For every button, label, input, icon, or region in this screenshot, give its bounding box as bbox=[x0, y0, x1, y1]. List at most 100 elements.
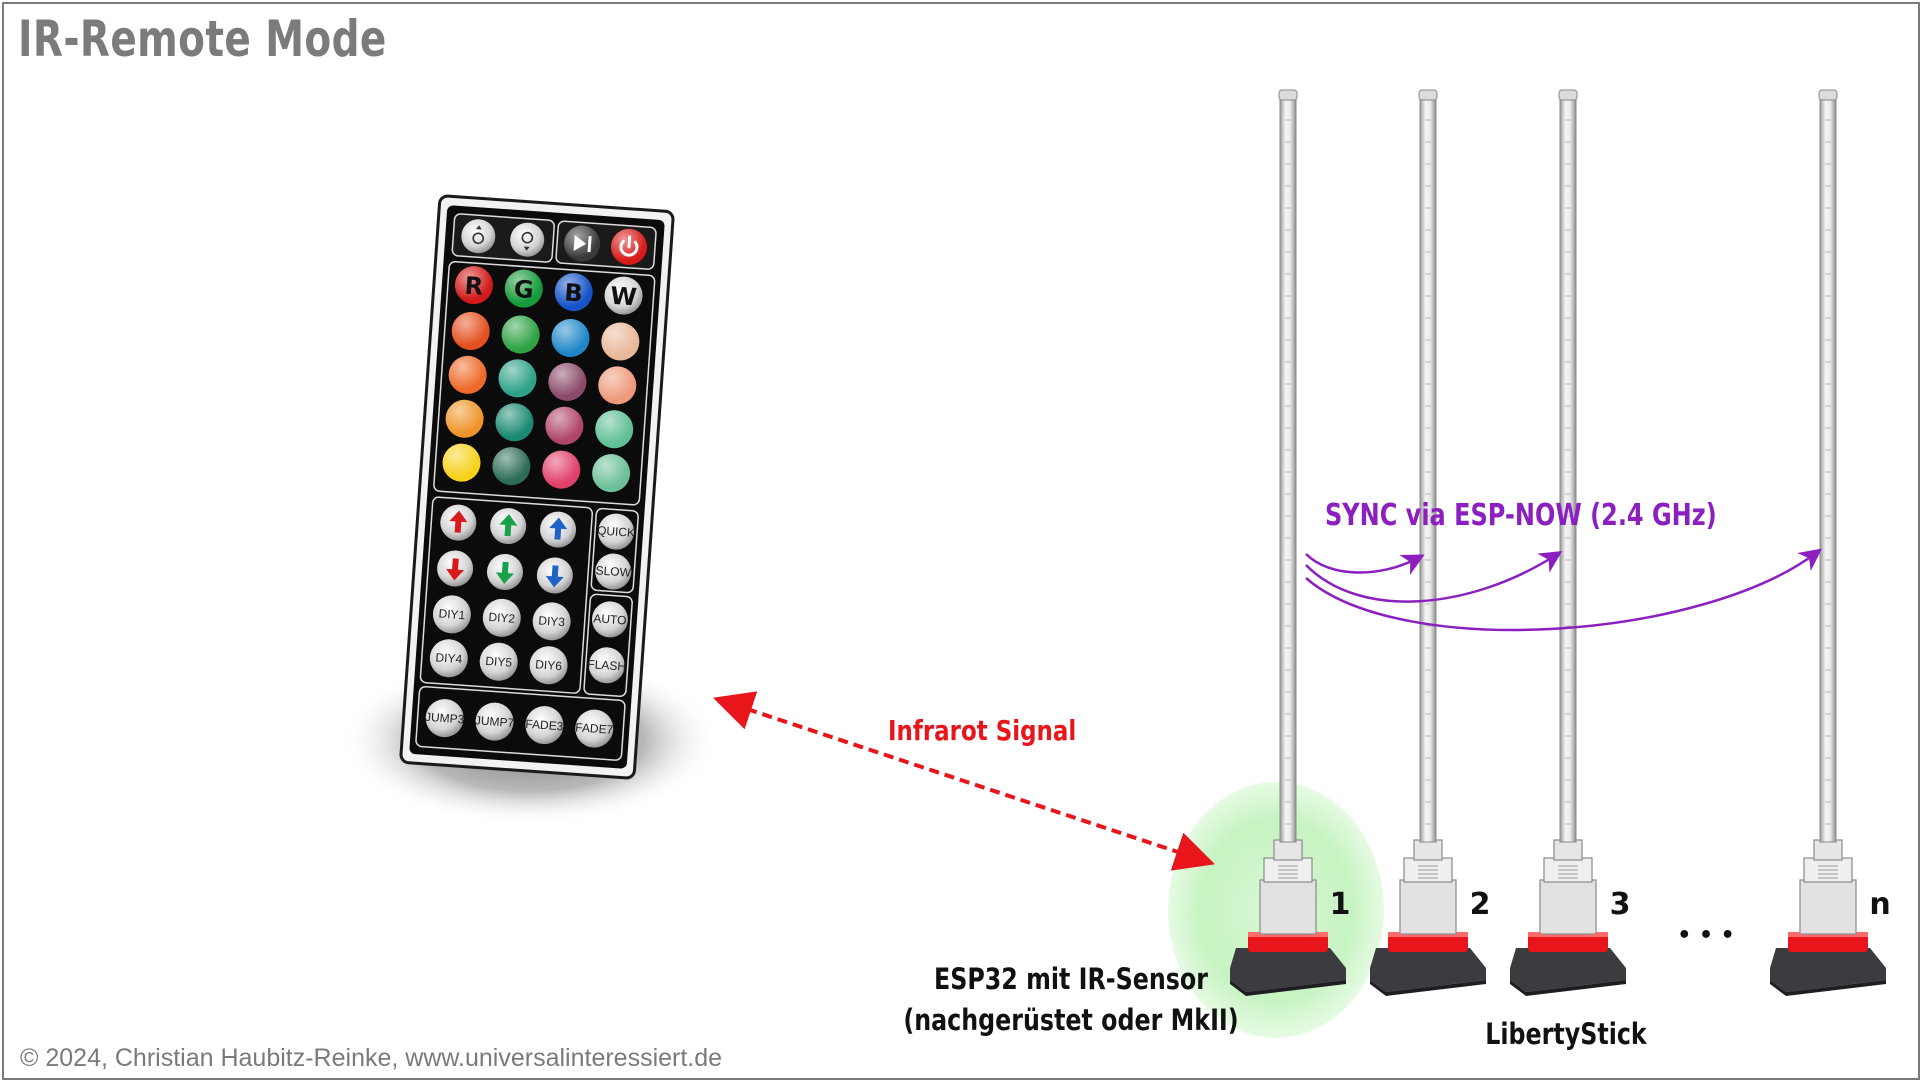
fade3-button-label: FADE3 bbox=[525, 717, 564, 734]
brightness-down-icon[interactable] bbox=[509, 222, 545, 258]
blue-button[interactable]: B bbox=[553, 272, 594, 313]
play-pause-icon[interactable] bbox=[563, 224, 601, 262]
ir-remote-control: R G B W bbox=[340, 194, 720, 825]
arrow-up-blue-button[interactable] bbox=[539, 510, 577, 548]
arrow-down-red-button[interactable] bbox=[436, 549, 474, 587]
auto-button-label: AUTO bbox=[593, 611, 627, 627]
sync-arrow-to-stick-2 bbox=[1305, 553, 1425, 575]
color-button-3-1[interactable] bbox=[444, 399, 485, 440]
power-icon[interactable] bbox=[610, 228, 648, 266]
arrow-up-green-icon bbox=[499, 514, 518, 537]
remote-bottom-panel bbox=[415, 685, 626, 761]
red-button-label: R bbox=[464, 271, 484, 300]
diy4-button-label: DIY4 bbox=[435, 650, 463, 666]
color-button-2-3[interactable] bbox=[547, 362, 588, 403]
diy1-button-label: DIY1 bbox=[438, 606, 466, 622]
remote-arrow-panel bbox=[419, 496, 594, 694]
color-button-2-1[interactable] bbox=[447, 355, 488, 396]
remote-top-row bbox=[451, 213, 657, 270]
flash-button[interactable]: FLASH bbox=[586, 646, 627, 685]
white-button[interactable]: W bbox=[603, 275, 644, 316]
libertystick-3: 3 bbox=[1510, 89, 1631, 996]
stick-base bbox=[1510, 948, 1626, 992]
arrow-up-green-button[interactable] bbox=[489, 507, 527, 545]
fade7-button-label: FADE7 bbox=[575, 720, 614, 737]
color-button-2-2[interactable] bbox=[497, 358, 538, 399]
stick-number-label: 3 bbox=[1610, 887, 1631, 922]
diy5-button-label: DIY5 bbox=[485, 654, 513, 670]
flash-button-label: FLASH bbox=[587, 657, 627, 674]
stick-number-label: 1 bbox=[1330, 887, 1351, 922]
color-button-2-4[interactable] bbox=[597, 365, 638, 406]
red-button[interactable]: R bbox=[454, 265, 495, 306]
diy3-button-label: DIY3 bbox=[538, 613, 566, 629]
arrow-up-red-button[interactable] bbox=[439, 503, 477, 541]
esp32-caption-line1: ESP32 mit IR-Sensor bbox=[934, 963, 1208, 997]
color-button-4-3[interactable] bbox=[541, 449, 582, 490]
stick-number-label: n bbox=[1869, 887, 1890, 922]
sync-arrows bbox=[1305, 548, 1823, 632]
color-button-4-2[interactable] bbox=[491, 446, 532, 487]
copyright-notice: © 2024, Christian Haubitz-Reinke, www.un… bbox=[20, 1044, 723, 1072]
color-button-1-2[interactable] bbox=[500, 314, 541, 355]
color-button-1-4[interactable] bbox=[600, 321, 641, 362]
esp32-caption-line2: (nachgerüstet oder MkII) bbox=[903, 1004, 1238, 1038]
color-button-3-4[interactable] bbox=[594, 409, 635, 450]
stick-housing bbox=[1399, 879, 1457, 935]
remote-rgbw-row: R G B W bbox=[433, 261, 656, 506]
brightness-up-icon[interactable] bbox=[460, 218, 496, 254]
color-button-3-3[interactable] bbox=[544, 405, 585, 446]
fade3-button[interactable]: FADE3 bbox=[524, 705, 565, 746]
color-button-4-4[interactable] bbox=[591, 453, 632, 494]
stick-base bbox=[1770, 948, 1886, 992]
auto-button[interactable]: AUTO bbox=[591, 600, 629, 638]
stick-housing bbox=[1799, 879, 1857, 935]
arrow-up-red-icon bbox=[449, 510, 468, 533]
jump3-button[interactable]: JUMP3 bbox=[424, 698, 466, 739]
arrow-up-blue-icon bbox=[549, 517, 568, 540]
sync-label: SYNC via ESP-NOW (2.4 GHz) bbox=[1325, 498, 1717, 532]
libertystick-1: 1 bbox=[1230, 89, 1351, 996]
arrow-down-green-icon bbox=[495, 561, 514, 584]
arrow-down-red-icon bbox=[446, 558, 465, 581]
quick-button-label: QUICK bbox=[597, 523, 636, 540]
color-button-1-1[interactable] bbox=[450, 311, 491, 352]
white-button-label: W bbox=[609, 282, 637, 312]
color-button-3-2[interactable] bbox=[494, 402, 535, 443]
libertystick-n: n bbox=[1770, 89, 1891, 996]
fade7-button[interactable]: FADE7 bbox=[574, 708, 615, 749]
green-button-label: G bbox=[513, 275, 535, 304]
diy5-button[interactable]: DIY5 bbox=[478, 641, 519, 682]
color-button-4-1[interactable] bbox=[441, 442, 482, 483]
diy2-button[interactable]: DIY2 bbox=[482, 598, 523, 639]
diy4-button[interactable]: DIY4 bbox=[429, 638, 470, 679]
sync-arrow-to-stick-n bbox=[1305, 548, 1823, 632]
diy6-button[interactable]: DIY6 bbox=[528, 645, 569, 686]
slow-button[interactable]: SLOW bbox=[594, 552, 633, 590]
jump7-button[interactable]: JUMP7 bbox=[474, 701, 516, 742]
arrow-down-blue-button[interactable] bbox=[536, 556, 574, 594]
page-title: IR-Remote Mode bbox=[18, 10, 387, 68]
quick-button[interactable]: QUICK bbox=[596, 512, 636, 551]
infrared-signal-label: Infrarot Signal bbox=[888, 715, 1076, 748]
stick-housing bbox=[1259, 879, 1317, 935]
stick-housing bbox=[1539, 879, 1597, 935]
slow-button-label: SLOW bbox=[595, 563, 632, 579]
stick-number-label: 2 bbox=[1470, 887, 1491, 922]
green-button[interactable]: G bbox=[504, 268, 545, 309]
more-sticks-ellipsis: • • • bbox=[1677, 923, 1735, 948]
diy1-button[interactable]: DIY1 bbox=[432, 594, 473, 635]
stick-base bbox=[1230, 948, 1346, 992]
stick-base bbox=[1370, 948, 1486, 992]
arrow-down-green-button[interactable] bbox=[486, 553, 524, 591]
diy3-button[interactable]: DIY3 bbox=[531, 601, 572, 642]
blue-button-label: B bbox=[564, 278, 584, 307]
sync-arrow-to-stick-3 bbox=[1305, 550, 1563, 603]
libertystick-group: 1 2 3 n bbox=[1230, 89, 1891, 996]
diy2-button-label: DIY2 bbox=[488, 610, 516, 626]
color-button-1-3[interactable] bbox=[550, 318, 591, 359]
infrared-signal-arrow bbox=[713, 691, 1215, 871]
